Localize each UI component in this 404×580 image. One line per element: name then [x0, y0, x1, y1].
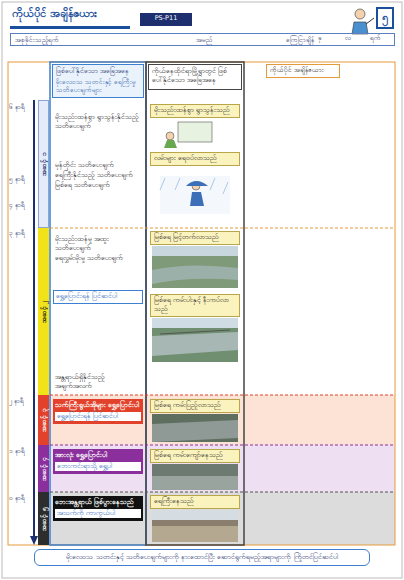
stage-band: အဆင့် ၁	[38, 100, 49, 228]
node-text: ကိုယ်ပိုင် အချိန်ဇယား	[12, 7, 130, 21]
time-mark: ၃ နာရီ	[9, 230, 33, 238]
table-frame	[8, 62, 395, 545]
node-text: ဘေးကင်းရာသို့ ရွှေ့ပါ	[55, 462, 141, 471]
node-text: ရွှေ့ပြောင်းရန် ပြင်ဆင်ပါ	[56, 292, 140, 301]
timeline-arrow	[30, 100, 38, 545]
alert-level-box: သက်ကြီးရွယ်အိုများ ရွှေ့ပြောင်းပါရွှေ့ပြ…	[53, 399, 143, 424]
node-text: ဖြစ်ပေါ်နိုင်သော အခြေအနေ	[56, 67, 140, 76]
node-text: မိုးလေဝသ သတင်းနှင့် ရေကြီးမှု သတိပေးချက်…	[56, 78, 140, 94]
form-row: အစုခိုင်းသည့်ရက် အမည် ကြေငြာချိန်	[10, 33, 395, 46]
situation-caption: မြစ်ရေ မြင့်တက်လာသည်	[150, 231, 240, 245]
date-unit: ရက်	[370, 35, 390, 43]
node-text: မိုးသည်းထန်စွာ ရွာသွန်းနိုင်သည့် သတိပေးခ…	[55, 113, 141, 131]
node-text: ရေလွှမ်းမိုးမှု သတိပေးချက်	[55, 254, 141, 263]
node-text: သက်ကြီးရွယ်အိုများ ရွှေ့ပြောင်းပါ	[55, 401, 141, 410]
alert-level-box: အားလုံး ရွှေ့ပြောင်းပါဘေးကင်းရာသို့ ရွှေ…	[53, 449, 143, 474]
time-mark: ၄ နာရီ	[9, 202, 33, 210]
stage-band: အဆင့် ၂	[38, 228, 49, 395]
time-mark: ၆ နာရီ	[9, 104, 33, 112]
teacher-icon	[352, 7, 394, 34]
date-unit: လ	[345, 35, 361, 43]
warning-box: မိုးသည်းထန်မှု အထူးသတိပေးချက်ရေလွှမ်းမို…	[53, 234, 143, 266]
time-mark: ၅ နာရီ	[9, 176, 33, 184]
node-text: အဆင့် ၅	[39, 507, 47, 530]
node-text: မိုးသည်းထန်မှု အထူးသတိပေးချက်	[55, 235, 141, 253]
alert-level-box: ဘေးအန္တရာယ် ဖြစ်ပွားနေသည်အသက်ကို ကာကွယ်ပ…	[53, 496, 143, 521]
lesson-number: ၅	[379, 11, 391, 24]
title-bar	[10, 26, 130, 29]
node-text: အဆင့် ၁	[39, 152, 47, 175]
action-box: ရွှေ့ပြောင်းရန် ပြင်ဆင်ပါ	[53, 290, 143, 304]
stage-band: အဆင့် ၄	[38, 445, 49, 492]
node-text: မုန်တိုင်း သတိပေးချက်	[55, 161, 141, 170]
node-text: မြစ်ရေ ကမ်းကျော်နေသည်	[154, 451, 236, 460]
situation-caption: လမ်းများ ရေဝပ်လာသည်	[150, 152, 240, 166]
node-text: မြစ်ရေ မြင့်တက်လာသည်	[154, 233, 236, 242]
warning-box: မိုးသည်းထန်စွာ ရွာသွန်းနိုင်သည့် သတိပေးခ…	[53, 112, 143, 134]
time-mark: ၀ နာရီ	[9, 495, 33, 503]
node-text: ရွှေ့ပြောင်းရန် ပြင်ဆင်ပါ	[55, 412, 141, 421]
situation-caption: မြစ်ရေ ကမ်းပြည့်လာသည်	[150, 399, 240, 413]
river-photo	[152, 318, 238, 362]
rain-illustration	[160, 176, 230, 214]
time-mark: ၂ နာရီ	[9, 398, 33, 406]
node-text: အဆင့် ၂	[39, 300, 47, 322]
node-text: အဆင့် ၄	[39, 457, 47, 480]
node-text: အမည်	[196, 36, 212, 44]
node-text: အားလုံး ရွှေ့ပြောင်းပါ	[55, 451, 141, 460]
title-text-box: ကိုယ်ပိုင် အချိန်ဇယားကိုယ်ပိုင် အချိန်ဇယ…	[12, 7, 130, 25]
situation-caption: မြစ်ရေ ကမ်းပါးနှင့် နီးကပ်လာသည်	[150, 294, 240, 317]
column-header: ကိုယ်ပိုင် အချိန်ဇယား	[266, 64, 340, 78]
node-text: ဘေးအန္တရာယ် ဖြစ်ပွားနေသည်	[55, 498, 141, 507]
date-unit: ခု	[318, 35, 334, 43]
situation-caption: ရေကြီးနေသည်	[150, 495, 240, 509]
node-text: အဆင့် ၃	[39, 408, 47, 431]
river-photo	[152, 414, 238, 442]
node-text: အသက်ကို ကာကွယ်ပါ	[55, 509, 141, 518]
node-text: မြစ်ရေ ကမ်းပါးနှင့် နီးကပ်လာသည်	[154, 296, 236, 314]
node-text: လမ်းများ ရေဝပ်လာသည်	[154, 154, 236, 163]
node-text: ရေကြီးနေသည်	[154, 497, 236, 506]
node-text: ကိုယ်နေထိုင်ရာမြို့ရွာတွင် ဖြစ်ပေါ်နိုင်…	[152, 67, 238, 85]
time-mark: ၁ နာရီ	[9, 448, 33, 456]
situation-caption: မိုးသည်းထန်စွာ ရွာသွန်းသည်	[150, 104, 240, 118]
node-text: ရေကြီးနိုင်သည့် သတိပေးချက်	[55, 171, 141, 180]
node-text: ကြေငြာချိန်	[286, 36, 314, 44]
flood-photo	[152, 464, 238, 490]
warning-box: မုန်တိုင်း သတိပေးချက်ရေကြီးနိုင်သည့် သတိ…	[53, 160, 143, 193]
column-header: ကိုယ်နေထိုင်ရာမြို့ရွာတွင် ဖြစ်ပေါ်နိုင်…	[148, 64, 242, 90]
warning-box: အန္တရာယ်ရှိနိုင်သည့် အချက်အလက်	[53, 372, 143, 394]
node-text: အန္တရာယ်ရှိနိုင်သည့် အချက်အလက်	[55, 373, 141, 391]
flood-photo	[152, 510, 238, 542]
stage-band: အဆင့် ၃	[38, 395, 49, 445]
node-text: PS-P11	[142, 14, 190, 22]
phone-illustration	[164, 122, 212, 148]
river-photo	[152, 246, 238, 288]
bottom-caption: မိုးလေဝသ သတင်းနှင့် သတိပေးချက်များကို နာ…	[34, 549, 370, 566]
situation-caption: မြစ်ရေ ကမ်းကျော်နေသည်	[150, 449, 240, 463]
node-text: မြစ်ရေ ကမ်းပြည့်လာသည်	[154, 401, 236, 410]
column-header: ဖြစ်ပေါ်နိုင်သော အခြေအနေမိုးလေဝသ သတင်းနှ…	[52, 64, 144, 98]
node-text: မိုးသည်းထန်စွာ ရွာသွန်းသည်	[154, 106, 236, 115]
node-text: အစုခိုင်းသည့်ရက်	[15, 36, 59, 44]
code-badge: PS-P11	[140, 13, 192, 26]
node-text: မြစ်ရေ သတိပေးချက်	[55, 181, 141, 190]
stage-band: အဆင့် ၅	[38, 492, 49, 545]
node-text: ကိုယ်ပိုင် အချိန်ဇယား	[270, 66, 336, 74]
